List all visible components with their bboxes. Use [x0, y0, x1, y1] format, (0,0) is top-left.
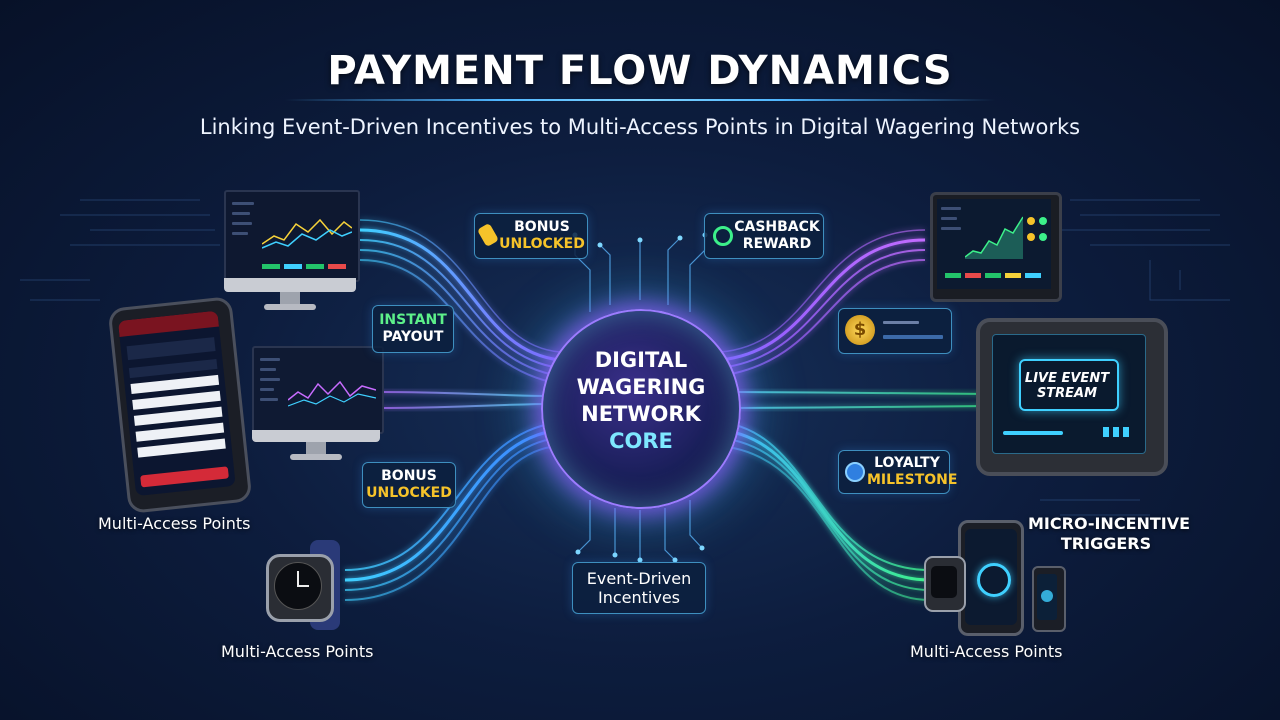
tag-event-line2: Incentives	[597, 588, 680, 607]
label-multi-access-left: Multi-Access Points	[98, 514, 251, 533]
page-subtitle: Linking Event-Driven Incentives to Multi…	[199, 115, 1081, 139]
cashback-icon	[713, 226, 733, 246]
tag-bonus-unlocked-bottom: BONUS UNLOCKED	[362, 462, 456, 508]
label-multi-access-bottom-left: Multi-Access Points	[221, 642, 374, 661]
tag-event-driven-incentives: Event-Driven Incentives	[572, 562, 706, 614]
tag-bonus-bottom-line1: BONUS	[381, 468, 437, 484]
desktop-monitor-top	[224, 190, 360, 320]
tag-bonus-unlocked-top: BONUS UNLOCKED	[474, 213, 588, 259]
screen-chart-icon	[965, 216, 1023, 259]
phone-screen	[117, 310, 236, 497]
tag-bonus-top-line1: BONUS	[514, 219, 570, 235]
flow-right-bottom	[719, 421, 931, 601]
tablet-line-1: LIVE EVENT	[1024, 371, 1110, 386]
tag-loyalty-line2: MILESTONE	[867, 472, 958, 488]
flow-right-top	[719, 229, 926, 377]
small-phone-right	[1032, 566, 1066, 632]
core-label: DIGITAL WAGERING NETWORK CORE	[543, 347, 739, 455]
tag-instant-line2: PAYOUT	[382, 329, 444, 345]
smartphone-left	[107, 296, 253, 514]
tag-loyalty-milestone: LOYALTY MILESTONE	[838, 450, 958, 494]
ticket-icon	[476, 222, 500, 248]
tag-cashback-line2: REWARD	[742, 236, 812, 252]
tag-loyalty-line1: LOYALTY	[874, 455, 940, 471]
title-divider	[285, 99, 995, 101]
tag-instant-payout: INSTANT PAYOUT	[372, 305, 454, 353]
core-line-3: NETWORK	[581, 402, 701, 426]
network-core: DIGITAL WAGERING NETWORK CORE	[541, 309, 741, 509]
tablet-line-2: STREAM	[1036, 386, 1098, 401]
tablet-screen	[937, 199, 1051, 289]
tag-cashback-line1: CASHBACK	[734, 219, 820, 235]
fingerprint-icon	[977, 563, 1011, 597]
flow-left-mid	[379, 391, 546, 409]
label-micro-line2: TRIGGERS	[1060, 534, 1152, 553]
label-multi-access-bottom-right: Multi-Access Points	[910, 642, 1063, 661]
rugged-tablet: LIVE EVENT STREAM	[976, 318, 1168, 476]
tablet-screen: LIVE EVENT STREAM	[992, 334, 1146, 454]
smartphone-right	[958, 520, 1024, 636]
tag-instant-line1: INSTANT	[379, 312, 447, 328]
smartwatch-right	[924, 556, 966, 612]
watch-face-icon	[274, 562, 322, 610]
coin-icon: $	[845, 315, 875, 345]
circuit-traces	[20, 199, 1230, 516]
smartwatch-left	[258, 540, 368, 630]
flow-left-top	[359, 219, 561, 385]
live-stream-frame	[1019, 359, 1119, 411]
tablet-top-right	[930, 192, 1062, 302]
page-title: PAYMENT FLOW DYNAMICS	[327, 48, 953, 94]
desktop-monitor-middle	[252, 346, 384, 470]
core-line-4: CORE	[609, 429, 673, 453]
screen-chart-icon	[288, 380, 376, 407]
core-line-1: DIGITAL	[594, 348, 688, 372]
core-circuit-nodes	[572, 232, 708, 563]
tag-bonus-top-line2: UNLOCKED	[499, 236, 585, 252]
monitor-screen	[252, 346, 384, 434]
monitor-screen	[224, 190, 360, 282]
label-micro-line1: MICRO-INCENTIVE	[1028, 514, 1191, 533]
core-line-2: WAGERING	[576, 375, 706, 399]
tag-cashback-reward: CASHBACK REWARD	[704, 213, 824, 259]
tag-event-line1: Event-Driven	[586, 569, 692, 588]
loyalty-coin-icon	[845, 462, 865, 482]
tag-coin-balance: $	[838, 308, 952, 354]
label-micro-incentive-triggers: MICRO-INCENTIVE TRIGGERS	[1028, 514, 1191, 554]
flow-right-mid	[734, 391, 991, 409]
screen-chart-icon	[262, 218, 352, 249]
tag-bonus-bottom-line2: UNLOCKED	[366, 485, 452, 501]
